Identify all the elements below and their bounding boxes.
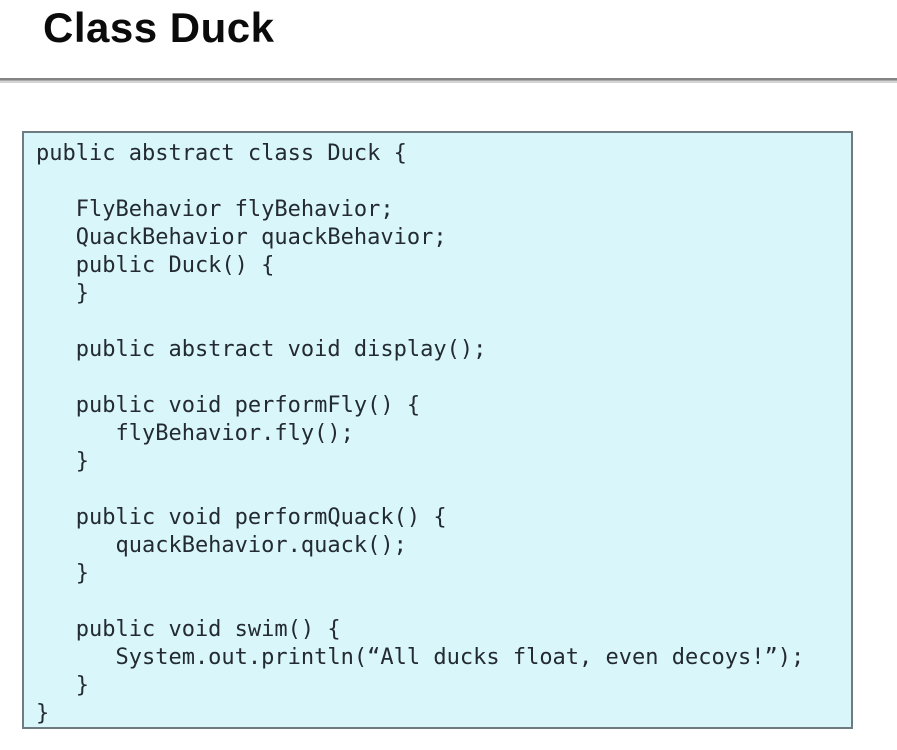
code-line xyxy=(36,364,845,392)
code-line: } xyxy=(36,281,89,306)
code-line: } xyxy=(36,701,50,726)
code-line xyxy=(36,168,845,196)
code-line xyxy=(36,476,845,504)
code-line: public void swim() { xyxy=(36,617,341,642)
code-line: flyBehavior.fly(); xyxy=(36,421,354,446)
code-line: public Duck() { xyxy=(36,253,275,278)
code-panel: public abstract class Duck { FlyBehavior… xyxy=(22,131,853,729)
code-line: } xyxy=(36,449,89,474)
code-line: public void performQuack() { xyxy=(36,505,447,530)
code-line: System.out.println(“All ducks float, eve… xyxy=(36,645,805,670)
title-divider xyxy=(0,78,897,83)
code-line: public abstract class Duck { xyxy=(36,141,407,166)
code-line xyxy=(36,588,845,616)
code-line: public void performFly() { xyxy=(36,393,421,418)
page-title: Class Duck xyxy=(43,4,275,51)
code-line: quackBehavior.quack(); xyxy=(36,533,407,558)
code-line: public abstract void display(); xyxy=(36,337,487,362)
code-line: } xyxy=(36,673,89,698)
code-line: } xyxy=(36,561,89,586)
code-line xyxy=(36,308,845,336)
code-listing: public abstract class Duck { FlyBehavior… xyxy=(36,140,845,727)
code-line: FlyBehavior flyBehavior; xyxy=(36,197,394,222)
code-line: QuackBehavior quackBehavior; xyxy=(36,225,447,250)
